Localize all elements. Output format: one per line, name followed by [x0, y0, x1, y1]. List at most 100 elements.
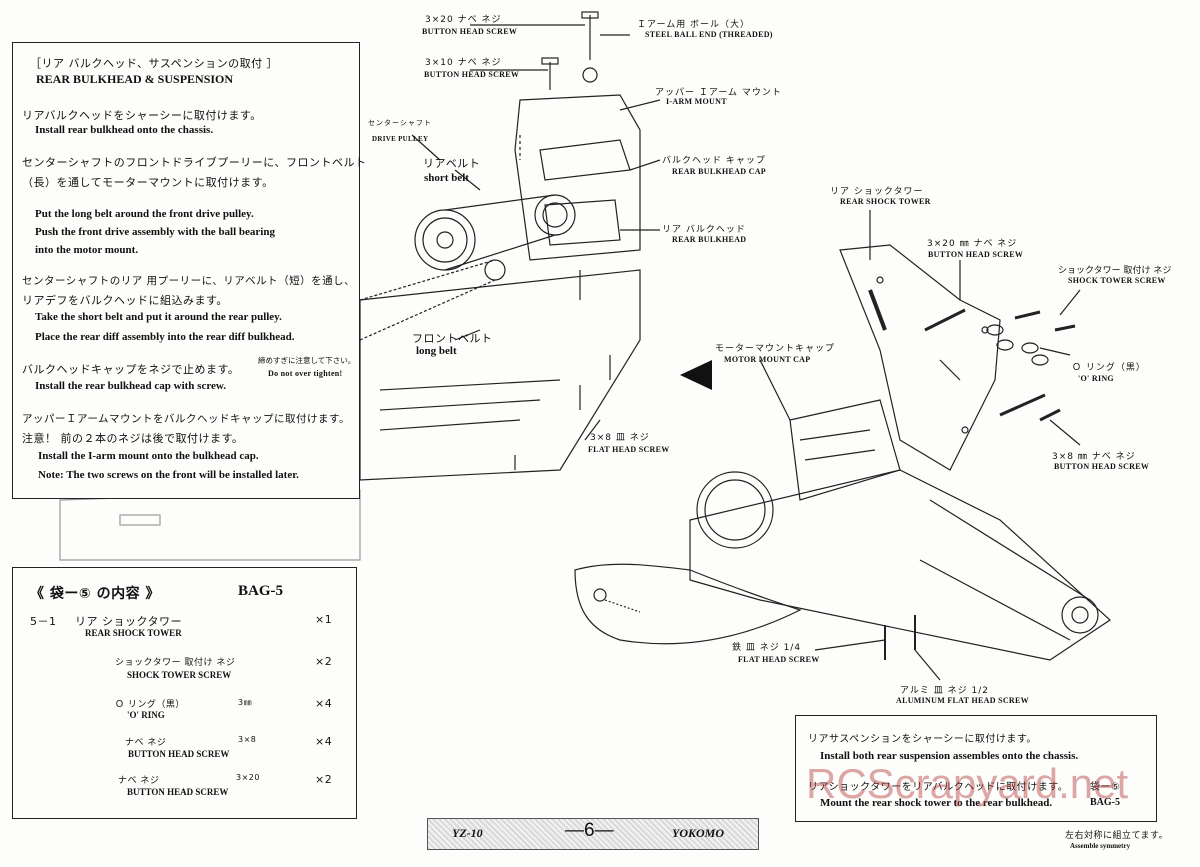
callout-motor-mount-cap-en: MOTOR MOUNT CAP: [724, 355, 811, 364]
bag-item3-name-jp: Ｏ リング（黒）: [115, 700, 185, 710]
bag-item1-name-en: REAR SHOCK TOWER: [85, 628, 182, 638]
callout-motor-mount-cap-jp: モーターマウントキャップ: [715, 344, 836, 354]
callout-rear-bulkhead-en: REAR BULKHEAD: [672, 235, 747, 244]
symmetry-note-jp: 左右対称に組立てます。: [1065, 831, 1169, 841]
bag-item1-code: 5－1: [30, 615, 57, 628]
long-belt: [359, 259, 496, 341]
callout-shock-tower-screw-jp: ショックタワー 取付け ネジ: [1058, 266, 1172, 276]
bag-item4-name-en: BUTTON HEAD SCREW: [128, 749, 230, 759]
bag-item4-qty: ×4: [315, 735, 333, 748]
callout-flat-screw-3x8-jp: 3×8 皿 ネジ: [590, 433, 650, 443]
bag-item1-name-jp: リア ショックタワー: [75, 615, 183, 628]
callout-bulkhead-cap-jp: バルクヘッド キャップ: [662, 156, 766, 166]
footer-brand: YOKOMO: [672, 826, 725, 840]
detail-inset: [574, 563, 802, 645]
drive-pulley-large: [414, 209, 476, 271]
step2-en-3: into the motor mount.: [35, 244, 139, 256]
rear-shock-tower: [839, 244, 1001, 471]
instructions-title-jp: ［リア バルクヘッド、サスペンションの取付 ］: [30, 57, 279, 70]
step3-en-2: Place the rear diff assembly into the re…: [35, 331, 295, 343]
bag-item5-size: 3×20: [236, 773, 260, 782]
callout-button-screw-3x20b-jp: 3×20 ㎜ ナベ ネジ: [927, 239, 1018, 249]
suspension-en-1: Install both rear suspension assembles o…: [820, 750, 1079, 762]
step2-en-2: Push the front drive assembly with the b…: [35, 226, 275, 238]
symmetry-note-en: Assemble symmetry: [1070, 842, 1131, 850]
callout-drive-pulley-jp: センターシャフト: [368, 119, 432, 127]
footer-page-number: ―6―: [565, 820, 614, 841]
callout-o-ring-jp: Ｏ リング（黒）: [1072, 363, 1146, 373]
bag-title-en: BAG-5: [238, 583, 283, 599]
bag-item5-qty: ×2: [315, 773, 333, 786]
bag-title-jp: 《 袋ー⑤ の内容 》: [30, 586, 160, 602]
callout-shock-tower-jp: リア ショックタワー: [830, 187, 924, 197]
callout-shock-tower-screw-en: SHOCK TOWER SCREW: [1068, 276, 1166, 285]
step3-en-1: Take the short belt and put it around th…: [35, 311, 282, 323]
instructions-panel: [12, 42, 360, 499]
callout-button-screw-3x8-en: BUTTON HEAD SCREW: [1054, 462, 1150, 471]
callout-button-screw-3x8-jp: 3×8 ㎜ ナベ ネジ: [1052, 452, 1136, 462]
bag-item5-name-jp: ナベ ネジ: [118, 776, 160, 786]
callout-drive-pulley-en: DRIVE PULLEY: [372, 135, 429, 143]
callout-flat-screw-3x8-en: FLAT HEAD SCREW: [588, 445, 670, 454]
callout-flat-screw-quarter-en: FLAT HEAD SCREW: [738, 655, 820, 664]
callout-long-belt-en: long belt: [416, 345, 457, 357]
bag-item2-name-jp: ショックタワー 取付け ネジ: [115, 658, 236, 668]
callout-aluminum-screw-en: ALUMINUM FLAT HEAD SCREW: [896, 696, 1029, 705]
callout-aluminum-screw-jp: アルミ 皿 ネジ 1/2: [900, 686, 989, 696]
step2-jp-1: センターシャフトのフロントドライブプーリーに、フロントベルト: [22, 156, 367, 169]
callout-short-belt-jp: リアベルト: [423, 157, 481, 170]
callout-caution-en: Do not over tighten!: [268, 369, 343, 378]
arrow-triangle: [680, 360, 712, 390]
step5-en-1: Install the I-arm mount onto the bulkhea…: [38, 450, 259, 462]
bag-item3-qty: ×4: [315, 697, 333, 710]
callout-i-arm-mount-en: I-ARM MOUNT: [666, 97, 727, 106]
suspension-jp-2: リアショックタワーをリアバルクヘッドに取付けます。: [808, 782, 1069, 793]
callout-button-screw-3x20-jp: 3×20 ナベ ネジ: [425, 15, 502, 25]
step5-en-2: Note: The two screws on the front will b…: [38, 469, 299, 481]
step2-en-1: Put the long belt around the front drive…: [35, 208, 254, 220]
callout-button-screw-3x20-en: BUTTON HEAD SCREW: [422, 27, 518, 36]
bag-item2-name-en: SHOCK TOWER SCREW: [127, 670, 232, 680]
callout-bulkhead-cap-en: REAR BULKHEAD CAP: [672, 167, 766, 176]
step2-jp-2: （長）を通してモーターマウントに取付けます。: [22, 176, 274, 189]
suspension-jp-1: リアサスペンションをシャーシーに取付けます。: [808, 734, 1037, 745]
suspension-en-2: Mount the rear shock tower to the rear b…: [820, 797, 1053, 809]
callout-long-belt-jp: フロントベルト: [412, 332, 493, 345]
callout-o-ring-en: 'O' RING: [1078, 374, 1114, 383]
callout-caution-jp: 締めすぎに注意して下さい。: [258, 356, 356, 365]
callout-flat-screw-quarter-jp: 鉄 皿 ネジ 1/4: [732, 643, 802, 653]
callout-button-screw-3x20b-en: BUTTON HEAD SCREW: [928, 250, 1024, 259]
bag-item4-size: 3×8: [238, 735, 257, 744]
bag-item2-qty: ×2: [315, 655, 333, 668]
callout-rear-bulkhead-jp: リア バルクヘッド: [662, 225, 746, 235]
callout-button-screw-3x10-jp: 3×10 ナベ ネジ: [425, 58, 502, 68]
callout-short-belt-en: short belt: [424, 172, 469, 184]
short-belt: [444, 194, 556, 271]
footer-model: YZ-10: [452, 826, 483, 840]
callout-button-screw-3x10-en: BUTTON HEAD SCREW: [424, 70, 520, 79]
bag-item3-size: 3㎜: [238, 698, 253, 707]
step4-en: Install the rear bulkhead cap with screw…: [35, 380, 226, 392]
step3-jp-1: センターシャフトのリア 用プーリーに、リアベルト（短）を通し、: [22, 275, 356, 287]
bag-contents-panel: [12, 567, 357, 819]
rear-bulkhead: [514, 94, 641, 261]
bag-item4-name-jp: ナベ ネジ: [125, 738, 167, 748]
bag-item1-qty: ×1: [315, 613, 333, 626]
footer-bar: [427, 818, 759, 850]
bag-item5-name-en: BUTTON HEAD SCREW: [127, 787, 229, 797]
chassis-plate-left: [359, 269, 641, 481]
suspension-bag-ref-jp: 袋ー⑤: [1090, 782, 1121, 793]
callout-shock-tower-en: REAR SHOCK TOWER: [840, 197, 931, 206]
step5-jp: アッパーＩアームマウントをバルクヘッドキャップに取付けます。: [22, 413, 351, 425]
callout-i-arm-mount-jp: アッパー Ｉアーム マウント: [655, 88, 782, 98]
step1-jp: リアバルクヘッドをシャーシーに取付けます。: [22, 109, 262, 122]
step1-en: Install rear bulkhead onto the chassis.: [35, 124, 214, 136]
step3-jp-2: リアデフをバルクヘッドに組込みます。: [22, 294, 228, 307]
spur-gear: [696, 471, 774, 549]
callout-steel-ball-en: STEEL BALL END (THREADED): [645, 30, 773, 39]
suspension-bag-ref-en: BAG-5: [1090, 797, 1120, 808]
callout-steel-ball-jp: Ｉアーム用 ボール（大）: [637, 20, 751, 30]
step4-jp: バルクヘッドキャップをネジで止めます。: [22, 363, 240, 376]
instructions-title-en: REAR BULKHEAD & SUSPENSION: [36, 72, 234, 86]
watermark: RCScrapyard.net: [806, 760, 1129, 807]
